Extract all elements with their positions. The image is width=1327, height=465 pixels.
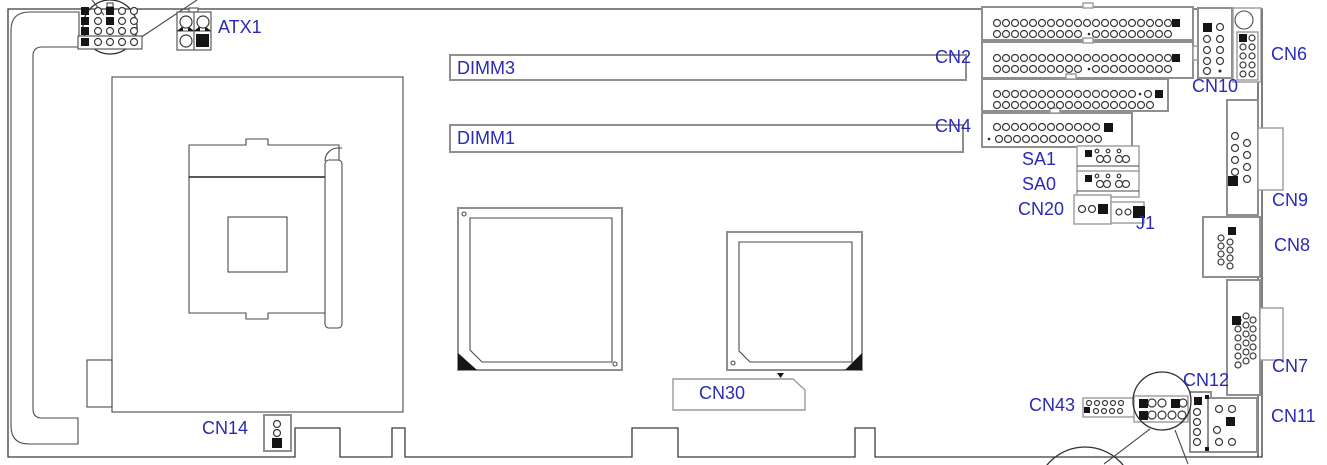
label-cn14: CN14 (202, 418, 249, 438)
dimm3-slot (449, 54, 967, 81)
left-bracket-outline (10, 11, 80, 445)
label-dimm1: DIMM1 (457, 128, 515, 148)
mounting-hole (1234, 10, 1254, 30)
label-cn4: CN4 (935, 116, 972, 136)
label-sa0: SA0 (1022, 174, 1057, 194)
label-cn9: CN9 (1272, 190, 1309, 210)
chip-left (457, 207, 623, 371)
cn30-socket (672, 378, 806, 411)
bottom-callout-circle (1046, 446, 1124, 465)
socket-lever (324, 159, 343, 329)
label-cn10: CN10 (1192, 76, 1239, 96)
pin-field (81, 6, 1257, 451)
cn9-bracket (1257, 127, 1284, 191)
cn6-assembly (1232, 7, 1262, 83)
label-cn2: CN2 (935, 47, 972, 67)
cn43-magnifier (1046, 371, 1192, 465)
label-cn30: CN30 (699, 383, 746, 403)
cn7-connector (1226, 279, 1284, 396)
cpu-socket (86, 76, 404, 413)
dimm-slots (449, 54, 967, 153)
label-sa1: SA1 (1022, 149, 1057, 169)
cpu-die (227, 216, 288, 273)
chip-right (726, 231, 863, 371)
label-cn7: CN7 (1272, 356, 1309, 376)
label-cn43: CN43 (1029, 395, 1076, 415)
label-cn11: CN11 (1271, 406, 1316, 426)
label-atx1: ATX1 (218, 17, 262, 37)
cn30-pin1-marker (777, 373, 784, 378)
label-cn12: CN12 (1183, 370, 1230, 390)
label-cn8: CN8 (1274, 235, 1311, 255)
label-cn6: CN6 (1271, 44, 1308, 64)
dimm1-slot (449, 124, 964, 153)
label-j1: J1 (1136, 213, 1156, 233)
label-dimm3: DIMM3 (457, 58, 515, 78)
cn10-connector (1197, 7, 1233, 79)
cn7-bracket (1259, 307, 1284, 361)
label-cn20: CN20 (1018, 199, 1065, 219)
